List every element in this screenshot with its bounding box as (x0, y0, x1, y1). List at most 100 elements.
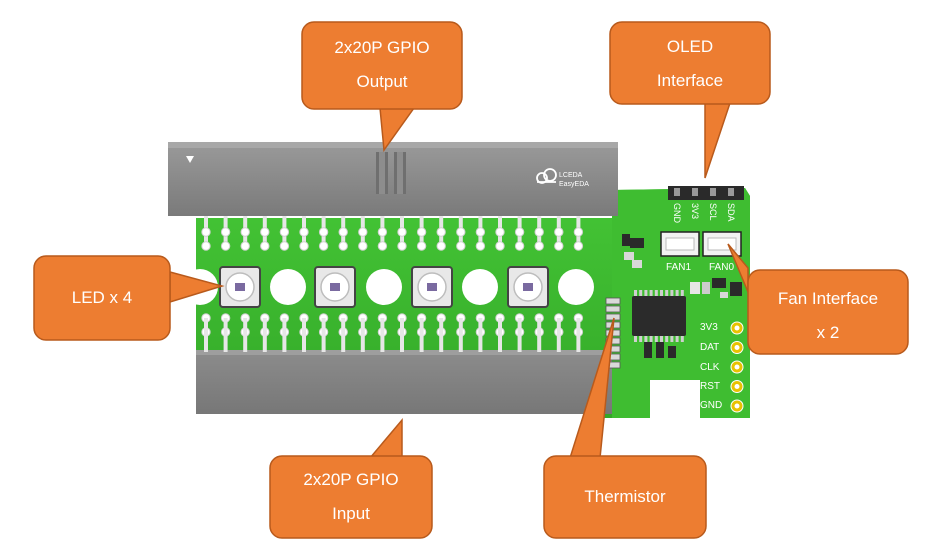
ic-pin (639, 290, 643, 296)
oled-callout-tail (704, 102, 732, 179)
gpio-input-header (196, 350, 612, 414)
led-row (182, 266, 594, 308)
pin-pad (299, 241, 309, 251)
gpio-output-callout (301, 21, 463, 110)
debug-pad-hole (734, 345, 740, 350)
pin-pad (201, 227, 211, 237)
ic-pin (634, 336, 637, 342)
side-pin-label-clk: CLK (700, 362, 720, 373)
thermistor-segment (605, 297, 621, 305)
pin-lead (400, 318, 404, 352)
pin-lead (419, 318, 424, 352)
gpio-output-header (168, 142, 618, 216)
oled-pin-label-3v3: 3V3 (690, 203, 700, 220)
pin-lead (321, 318, 326, 352)
ic-pin (654, 290, 658, 296)
ic-pin (660, 336, 663, 342)
ic-pin (660, 290, 663, 296)
ic-pin (680, 336, 684, 342)
pin-lead (243, 318, 248, 352)
pin-pad (514, 227, 525, 237)
debug-header-pads (730, 321, 744, 413)
fan-connector-0 (702, 231, 742, 257)
debug-pad-hole (734, 325, 740, 331)
side-pin-label-rst: RST (700, 381, 720, 392)
fan-connector-1 (660, 231, 700, 257)
pin-pad (456, 241, 466, 251)
pin-pad (475, 227, 486, 237)
pin-pad (260, 227, 270, 237)
thermistor-callout (543, 455, 707, 539)
pin-pad (397, 241, 407, 251)
led-hole (558, 269, 594, 305)
pin-pad (220, 227, 231, 237)
pin-lead (576, 318, 581, 352)
pin-pad (397, 227, 407, 237)
small-components (622, 234, 742, 358)
pin-pad (240, 227, 250, 237)
side-pin-label-3v3: 3V3 (700, 322, 718, 333)
logo-line1: LCEDA (559, 172, 583, 179)
gpio-input-callout (269, 455, 433, 539)
pin-pad (554, 241, 564, 251)
pin-pad (475, 241, 486, 251)
ic-pin (654, 336, 658, 342)
gpio-input-callout-tail (368, 417, 403, 459)
pin-pad (554, 227, 564, 237)
led-callout (33, 255, 171, 341)
pin-pad (358, 241, 368, 251)
ic-pin (665, 290, 669, 296)
pin-lead (341, 318, 346, 352)
pin-pad (260, 241, 270, 251)
pin-lead (282, 318, 287, 352)
pin-pad (358, 227, 368, 237)
led-die (235, 283, 245, 291)
oled-pin-label-scl: SCL (708, 203, 718, 221)
logo-text: LCEDA EasyEDA (559, 171, 589, 189)
pin-pad (436, 227, 446, 237)
gpio-pin-rows (201, 216, 584, 352)
pin-pad (495, 227, 505, 237)
ic-pin (644, 290, 648, 296)
logo-line2: EasyEDA (559, 181, 589, 188)
pin-pad (456, 227, 466, 237)
main-ic-chip (632, 290, 686, 342)
pin1-marker-icon (186, 156, 194, 163)
ic-pin (649, 290, 653, 296)
pin-lead (380, 318, 385, 352)
pin-pad (318, 241, 329, 251)
ic-pin (639, 336, 643, 342)
led-die (427, 283, 437, 291)
ic-pin (670, 290, 674, 296)
debug-pad-hole (734, 364, 740, 370)
pin-pad (220, 241, 231, 251)
fan0-label: FAN0 (709, 262, 735, 273)
oled-header (668, 186, 744, 200)
pin-pad (338, 241, 348, 251)
pin-lead (360, 318, 365, 352)
pin-lead (302, 318, 306, 352)
pin-pad (534, 241, 544, 251)
ic-pin (634, 290, 637, 296)
callout-boxes (33, 21, 909, 539)
pin-pad (240, 241, 250, 251)
pin-lead (517, 318, 522, 352)
pin-pad (573, 227, 584, 237)
pin-pad (318, 227, 329, 237)
pin-lead (458, 318, 463, 352)
oled-pin-label-sda: SDA (726, 203, 736, 222)
pin-pad (436, 241, 446, 251)
pin-pad (514, 241, 525, 251)
pin-pad (201, 241, 211, 251)
ic-pin (675, 290, 679, 296)
pin-lead (478, 318, 483, 352)
fan1-label: FAN1 (666, 262, 692, 273)
pin-pad (573, 241, 584, 251)
ic-pin (680, 290, 684, 296)
pin-pad (416, 241, 427, 251)
pin-lead (223, 318, 228, 352)
side-pin-label-gnd: GND (700, 400, 723, 411)
ic-pin (675, 336, 679, 342)
ic-pin (670, 336, 674, 342)
